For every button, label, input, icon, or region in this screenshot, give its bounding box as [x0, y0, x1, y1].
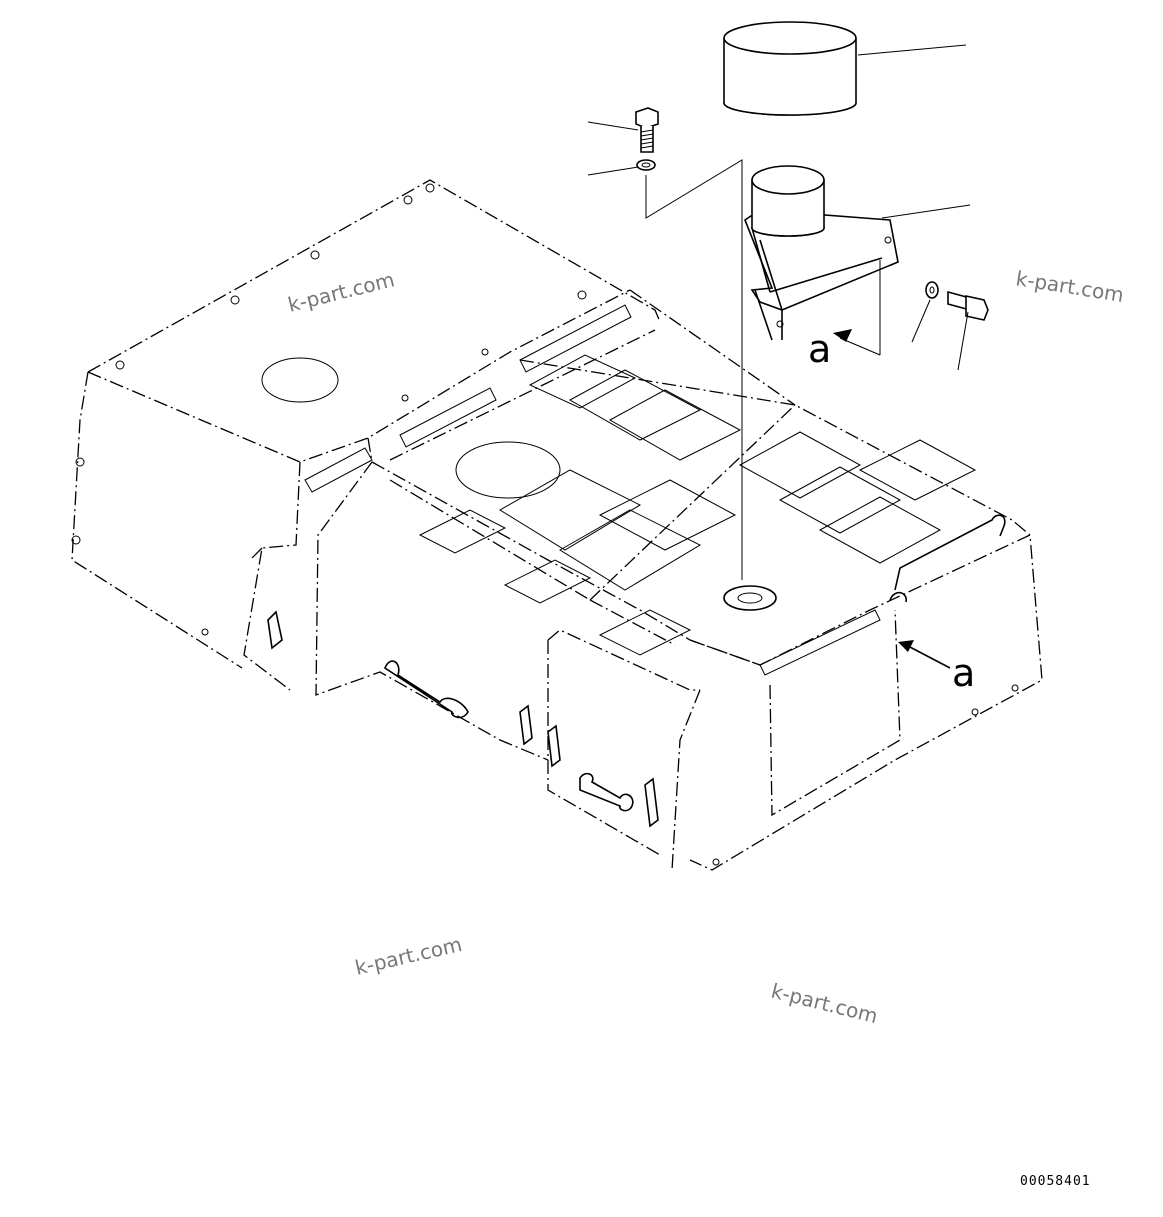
hood-assembly — [71, 179, 1043, 871]
muffler-bracket — [744, 165, 899, 341]
view-arrow-right — [898, 640, 951, 669]
view-label-a-right: a — [952, 651, 975, 695]
bolt-right — [947, 290, 989, 321]
rain-cap — [723, 21, 857, 116]
watermark: k-part.com — [1014, 266, 1125, 307]
watermark: k-part.com — [353, 932, 464, 980]
leader-lines — [587, 44, 971, 580]
view-label-a-top: a — [808, 327, 831, 371]
watermark: k-part.com — [769, 979, 880, 1029]
drawing-code: 00058401 — [1020, 1174, 1091, 1189]
bolt-top — [635, 107, 659, 153]
washer-top — [636, 159, 656, 171]
washer-right — [925, 281, 939, 299]
watermark: k-part.com — [285, 267, 396, 317]
view-arrow-top — [833, 329, 852, 342]
